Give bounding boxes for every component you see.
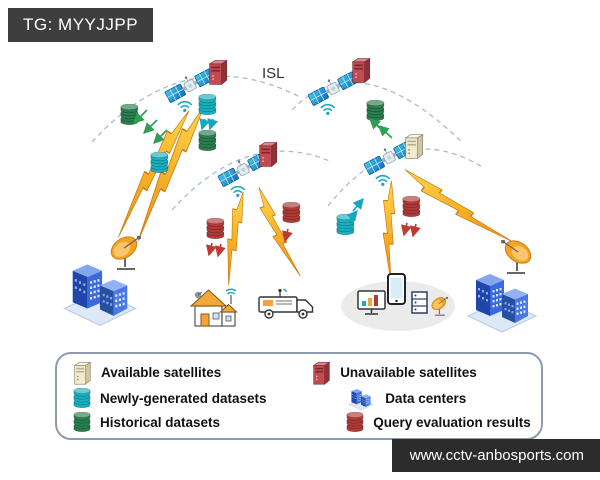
result-arrow xyxy=(281,228,293,243)
result-arrow xyxy=(400,222,412,237)
result-arrow xyxy=(214,243,226,258)
legend-item-data-centers: Data centers xyxy=(312,386,533,411)
newly-generated-datasets-icon xyxy=(198,94,217,116)
query-evaluation-results-icon xyxy=(282,202,301,224)
dataset-arrow xyxy=(352,197,364,212)
isl-label: ISL xyxy=(262,65,285,82)
legend-label: Query evaluation results xyxy=(373,414,531,430)
ground-segment xyxy=(63,236,537,333)
dataset-arrow xyxy=(153,129,168,144)
dataset-arrow xyxy=(377,125,393,139)
unavailable-satellite-server-icon xyxy=(352,58,371,83)
legend-item-available-satellites: Available satellites xyxy=(73,360,312,385)
available-satellite-server-icon xyxy=(74,361,91,385)
legend-label: Unavailable satellites xyxy=(340,364,477,380)
legend-label: Data centers xyxy=(385,390,467,406)
satellite-icon xyxy=(305,67,359,107)
smartphone-icon xyxy=(387,273,406,305)
lightning-bolt-icon xyxy=(375,180,401,284)
ground-dish-icon xyxy=(500,240,534,274)
data-center-icon xyxy=(467,273,537,333)
result-arrow xyxy=(205,242,217,257)
dataset-arrow xyxy=(199,118,211,131)
signal-wifi-icon xyxy=(320,103,336,116)
query-evaluation-results-icon xyxy=(206,218,225,240)
historical-datasets-icon xyxy=(366,100,385,122)
data-center-icon xyxy=(63,263,137,326)
mobile-user-group xyxy=(341,273,455,331)
legend-item-unavailable-satellites: Unavailable satellites xyxy=(312,360,533,385)
lightning-bolt-icon xyxy=(252,184,301,283)
legend-box: Available satellites Unavailable satelli… xyxy=(55,352,543,440)
historical-datasets-icon xyxy=(198,130,217,152)
orbit-path xyxy=(91,75,299,143)
legend-item-historical-datasets: Historical datasets xyxy=(73,411,312,433)
house-icon xyxy=(190,288,238,327)
result-arrow xyxy=(409,223,421,238)
query-evaluation-results-icon xyxy=(402,196,421,218)
tg-watermark-tag: TG: MYYJJPP xyxy=(8,8,154,42)
legend-label: Newly-generated datasets xyxy=(100,390,267,406)
ground-dish-icon xyxy=(108,236,142,270)
unavailable-satellite-server-icon xyxy=(259,142,278,167)
dataset-arrow xyxy=(133,109,148,124)
data-flow-arrows xyxy=(133,109,421,258)
communication-van-icon xyxy=(258,288,314,319)
monitor-icon xyxy=(357,290,386,315)
site-watermark: www.cctv-anbosports.com xyxy=(391,439,600,472)
data-centers-icon xyxy=(348,388,374,410)
dataset-arrow xyxy=(346,209,358,224)
newly-generated-datasets-icon xyxy=(150,152,169,174)
dataset-arrow xyxy=(207,118,219,131)
signal-wifi-icon xyxy=(375,174,391,187)
legend-label: Available satellites xyxy=(101,364,222,380)
query-evaluation-results-icon xyxy=(346,411,364,432)
legend-item-newly-generated-datasets: Newly-generated datasets xyxy=(73,387,312,409)
server-rack-icon xyxy=(411,291,428,314)
signal-wifi-icon xyxy=(177,100,192,113)
dataset-arrow xyxy=(143,119,158,134)
legend-item-query-evaluation-results: Query evaluation results xyxy=(312,411,533,433)
unavailable-satellite-server-icon xyxy=(209,60,228,85)
historical-datasets-icon xyxy=(73,411,91,432)
legend-label: Historical datasets xyxy=(100,414,221,430)
unavailable-satellite-server-icon xyxy=(313,361,330,385)
available-satellite-server-icon xyxy=(405,134,424,159)
newly-generated-datasets-icon xyxy=(73,387,91,408)
